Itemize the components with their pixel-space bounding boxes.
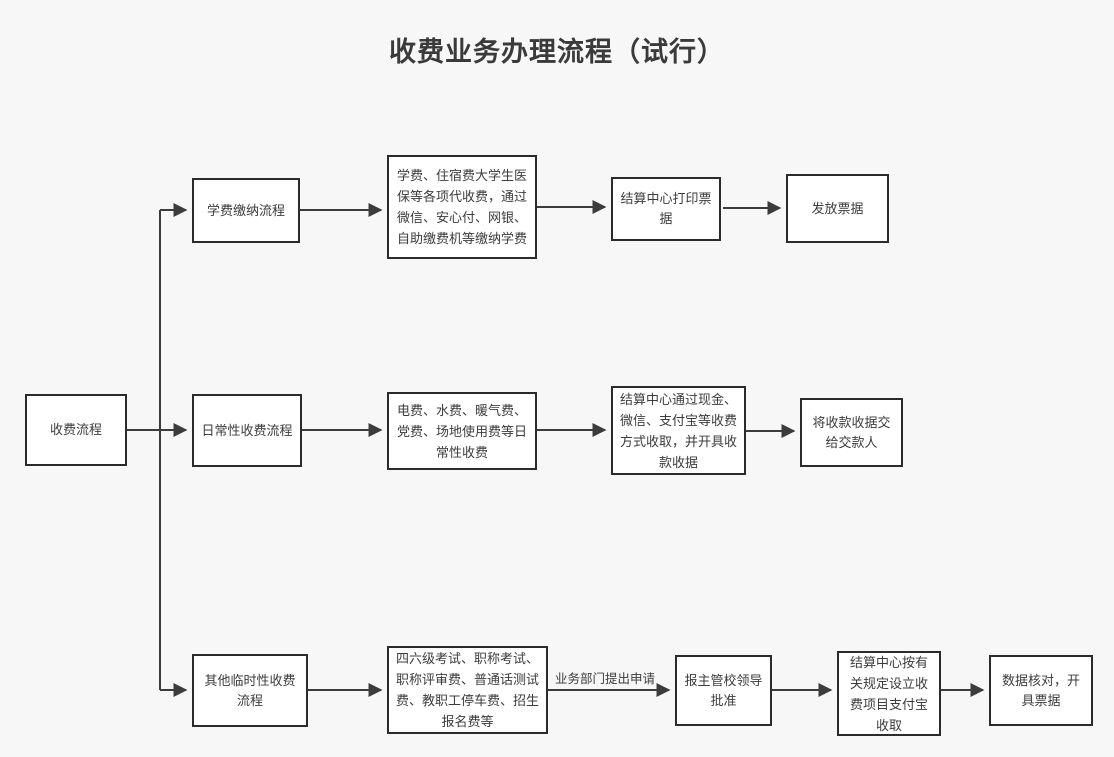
node-tuition-print[interactable]: 结算中心打印票据 xyxy=(611,177,721,241)
node-daily-deliver[interactable]: 将收款收据交给交款人 xyxy=(800,398,903,467)
page-title: 收费业务办理流程（试行） xyxy=(389,37,725,67)
node-branch-tuition[interactable]: 学费缴纳流程 xyxy=(192,178,300,243)
node-branch-daily[interactable]: 日常性收费流程 xyxy=(192,394,302,467)
node-tuition-issue[interactable]: 发放票据 xyxy=(786,174,889,243)
node-temporary-check[interactable]: 数据核对，开具票据 xyxy=(989,655,1093,726)
node-branch-temporary[interactable]: 其他临时性收费流程 xyxy=(192,654,308,727)
node-tuition-items[interactable]: 学费、住宿费大学生医保等各项代收费，通过微信、安心付、网银、自助缴费机等缴纳学费 xyxy=(387,155,537,259)
node-temporary-setup[interactable]: 结算中心按有关规定设立收费项目支付宝收取 xyxy=(837,651,941,736)
node-temporary-approve[interactable]: 报主管校领导批准 xyxy=(675,655,772,726)
node-daily-collect[interactable]: 结算中心通过现金、微信、支付宝等收费方式收取，并开具收款收据 xyxy=(611,386,746,475)
node-daily-items[interactable]: 电费、水费、暖气费、党费、场地使用费等日常性收费 xyxy=(387,392,537,470)
node-root[interactable]: 收费流程 xyxy=(25,394,127,466)
edge-label-apply: 业务部门提出申请 xyxy=(555,672,656,686)
node-temporary-items[interactable]: 四六级考试、职称考试、职称评审费、普通话测试费、教职工停车费、招生报名费等 xyxy=(387,646,548,734)
